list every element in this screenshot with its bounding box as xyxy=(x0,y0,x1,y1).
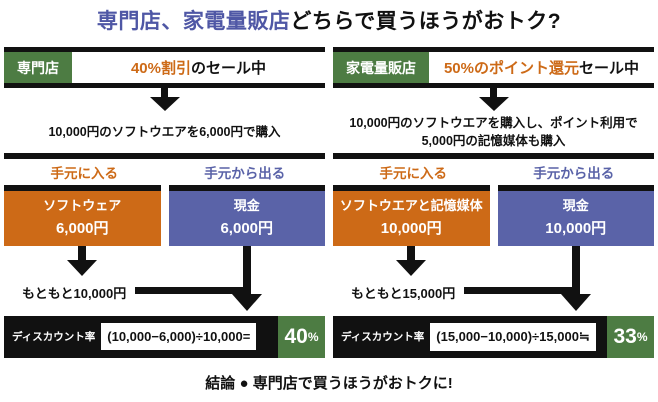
result-value: 33 xyxy=(613,324,637,348)
gain-box-amount: 10,000円 xyxy=(380,219,442,237)
result-badge: 40% xyxy=(278,315,325,358)
flow-labels: 手元に入る 手元から出る xyxy=(333,159,654,185)
offer-rest: のセール中 xyxy=(191,60,267,77)
connector-line-horizontal xyxy=(464,286,580,294)
connector-line-horizontal xyxy=(135,286,251,294)
spend-arrowhead-icon xyxy=(232,293,262,311)
connector-line-vertical xyxy=(243,245,251,294)
connector-area: もともと10,000円 xyxy=(4,245,325,316)
formula-box: (10,000−6,000)÷10,000= xyxy=(101,323,257,351)
flow-labels: 手元に入る 手元から出る xyxy=(4,159,325,185)
store-badge: 専門店 xyxy=(4,52,72,83)
offer-rest: セール中 xyxy=(579,60,640,77)
value-boxes: ソフトウェア 6,000円 現金 6,000円 xyxy=(4,185,325,246)
spend-box-name: 現金 xyxy=(562,198,589,213)
spend-box: 現金 10,000円 xyxy=(497,185,654,246)
offer-text: 50%のポイント還元セール中 xyxy=(429,52,654,83)
title-rest: どちらで買うほうがおトク? xyxy=(290,10,562,33)
original-value-label: もともと10,000円 xyxy=(22,285,127,301)
conclusion-text: 結論 ● 専門店で買うほうがおトクに! xyxy=(205,374,453,392)
spend-box-amount: 6,000円 xyxy=(220,219,274,237)
gain-arrowhead-icon xyxy=(67,259,97,276)
offer-highlight: 50%のポイント還元 xyxy=(443,60,579,77)
spend-box-name: 現金 xyxy=(233,198,260,213)
gain-arrow-icon xyxy=(78,245,86,260)
store-column-electronics: 家電量販店 50%のポイント還元セール中 10,000円のソフトウエアを購入し、… xyxy=(333,47,654,358)
purchase-line: 5,000円の記憶媒体も購入 xyxy=(421,134,566,148)
offer-text: 40%割引のセール中 xyxy=(72,52,325,83)
result-value: 40 xyxy=(284,324,308,348)
down-arrow-icon xyxy=(478,88,509,111)
gain-box: ソフトウェア 6,000円 xyxy=(4,185,161,246)
discount-label: ディスカウント率 xyxy=(341,331,425,344)
gain-box-amount: 6,000円 xyxy=(55,219,109,237)
title-highlight: 専門店、家電量販店 xyxy=(96,10,291,33)
store-header: 専門店 40%割引のセール中 xyxy=(4,47,325,88)
offer-highlight: 40%割引 xyxy=(130,60,191,77)
result-unit: % xyxy=(636,329,648,344)
spend-box-amount: 10,000円 xyxy=(545,219,607,237)
formula-box: (15,000−10,000)÷15,000≒ xyxy=(430,322,596,351)
discount-row: ディスカウント率 (15,000−10,000)÷15,000≒ 33% xyxy=(333,315,654,358)
label-gain: 手元に入る xyxy=(379,166,448,181)
label-gain: 手元に入る xyxy=(50,166,119,181)
purchase-line: 10,000円のソフトウエアを6,000円で購入 xyxy=(48,124,281,139)
comparison-columns: 専門店 40%割引のセール中 10,000円のソフトウエアを6,000円で購入 … xyxy=(0,47,658,358)
result-unit: % xyxy=(307,329,319,344)
connector-line-vertical xyxy=(572,245,580,294)
spend-box: 現金 6,000円 xyxy=(168,185,325,246)
purchase-description: 10,000円のソフトウエアを6,000円で購入 xyxy=(4,111,325,153)
gain-box-name: ソフトウェア xyxy=(43,198,122,213)
section-divider xyxy=(4,153,325,159)
section-divider xyxy=(333,153,654,159)
result-badge: 33% xyxy=(607,315,654,358)
purchase-line: 10,000円のソフトウエアを購入し、ポイント利用で xyxy=(349,115,638,130)
gain-arrow-icon xyxy=(407,245,415,260)
value-boxes: ソフトウエアと記憶媒体 10,000円 現金 10,000円 xyxy=(333,185,654,246)
store-column-specialty: 専門店 40%割引のセール中 10,000円のソフトウエアを6,000円で購入 … xyxy=(4,47,325,358)
label-spend: 手元から出る xyxy=(533,166,615,181)
spend-arrowhead-icon xyxy=(561,293,591,311)
connector-area: もともと15,000円 xyxy=(333,245,654,316)
gain-arrowhead-icon xyxy=(396,259,426,276)
store-header: 家電量販店 50%のポイント還元セール中 xyxy=(333,47,654,88)
discount-row: ディスカウント率 (10,000−6,000)÷10,000= 40% xyxy=(4,315,325,358)
down-arrow-icon xyxy=(149,88,180,111)
gain-box: ソフトウエアと記憶媒体 10,000円 xyxy=(333,185,490,246)
page-title: 専門店、家電量販店どちらで買うほうがおトク? xyxy=(0,0,658,35)
discount-label: ディスカウント率 xyxy=(12,331,96,344)
label-spend: 手元から出る xyxy=(204,166,286,181)
original-value-label: もともと15,000円 xyxy=(351,285,456,301)
gain-box-name: ソフトウエアと記憶媒体 xyxy=(339,198,483,213)
purchase-description: 10,000円のソフトウエアを購入し、ポイント利用で 5,000円の記憶媒体も購… xyxy=(333,111,654,153)
store-badge: 家電量販店 xyxy=(333,52,429,83)
